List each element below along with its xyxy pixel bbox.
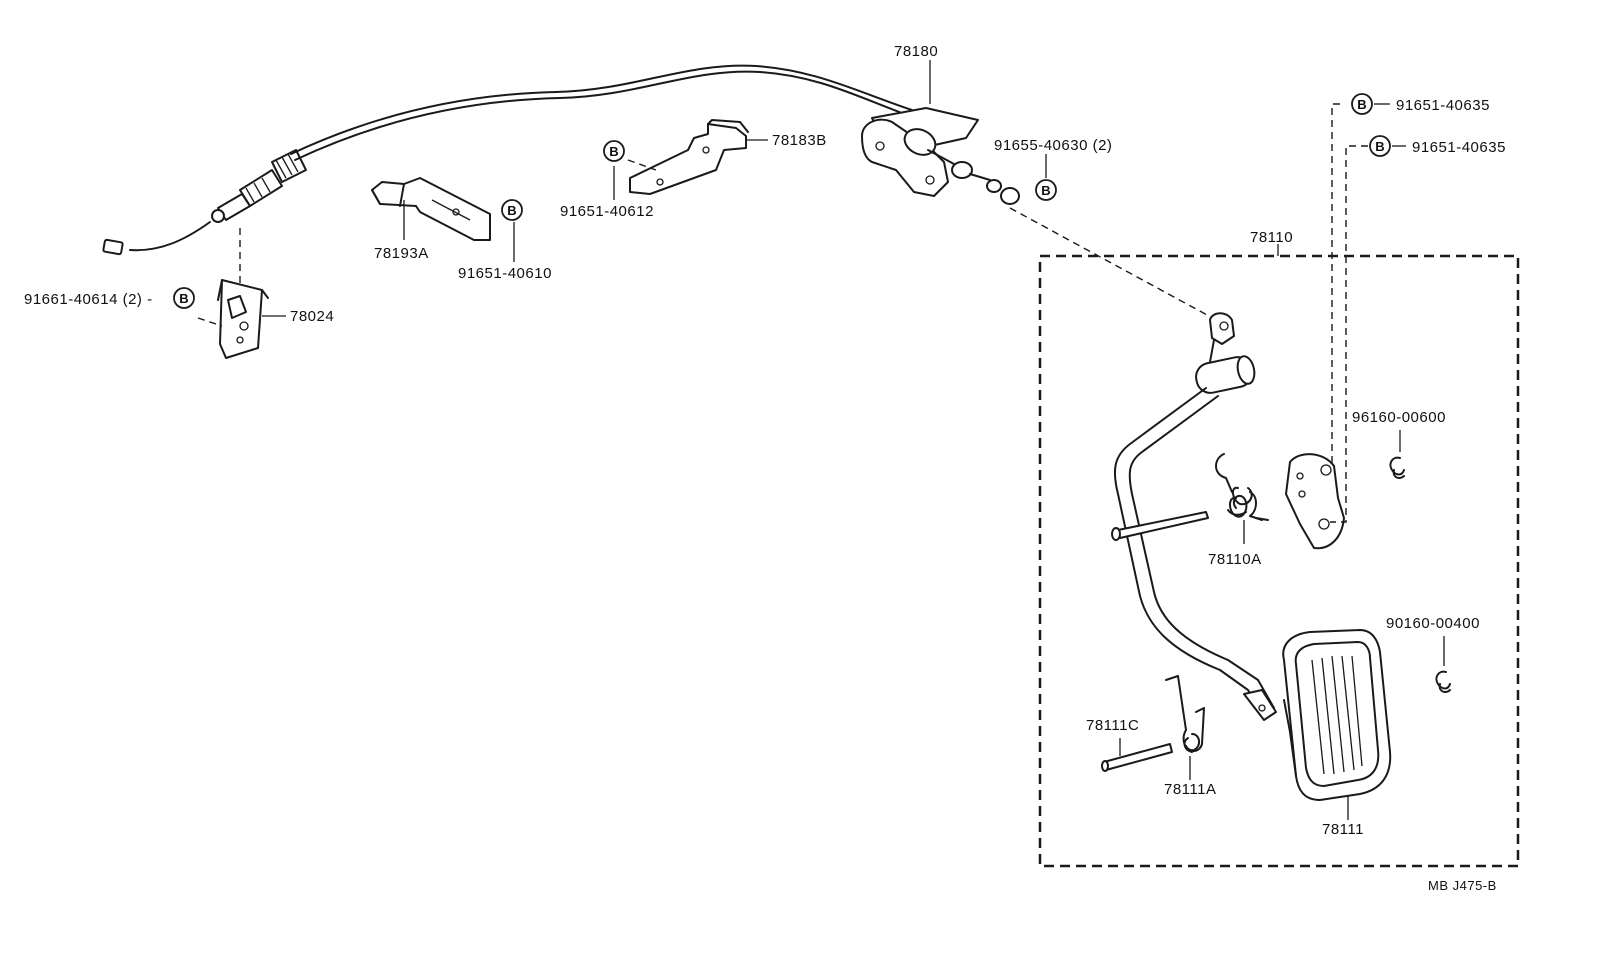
figure-code: MB J475-B xyxy=(1428,878,1497,893)
svg-text:B: B xyxy=(507,203,516,218)
label-78183b: 78183B xyxy=(772,132,827,149)
clip-96160-00600 xyxy=(1389,456,1405,479)
pivot-pin xyxy=(1111,511,1209,541)
spring-78111a xyxy=(1165,675,1205,753)
label-78110: 78110 xyxy=(1250,229,1293,246)
label-78024: 78024 xyxy=(290,308,334,325)
svg-text:B: B xyxy=(179,291,188,306)
bolt-symbol-91661-40614: B xyxy=(173,287,195,309)
label-78111c: 78111C xyxy=(1086,717,1139,734)
pedal-lever-78110 xyxy=(1113,312,1277,721)
pedal-assembly-frame xyxy=(1038,254,1520,868)
svg-text:B: B xyxy=(1041,183,1050,198)
label-91651-40635-b: 91651-40635 xyxy=(1412,139,1506,156)
label-78111: 78111 xyxy=(1322,821,1364,838)
label-78111a: 78111A xyxy=(1164,781,1217,798)
label-78193a: 78193A xyxy=(374,245,429,262)
label-96160-00600: 96160-00600 xyxy=(1352,409,1446,426)
label-91651-40610: 91651-40610 xyxy=(458,265,552,282)
label-78110a: 78110A xyxy=(1208,551,1262,568)
bolt-symbol-91651-40612: B xyxy=(603,140,625,162)
label-78180: 78180 xyxy=(894,43,938,60)
accelerator-cable xyxy=(102,64,913,256)
svg-text:B: B xyxy=(1375,139,1384,154)
pin-78111c xyxy=(1101,743,1173,772)
label-90160-00400: 90160-00400 xyxy=(1386,615,1480,632)
svg-text:B: B xyxy=(1357,97,1366,112)
bracket-78183b xyxy=(629,119,749,195)
bracket-78193a xyxy=(371,177,491,241)
label-91651-40635-a: 91651-40635 xyxy=(1396,97,1490,114)
pedal-bracket xyxy=(1285,453,1345,550)
return-spring-78110a xyxy=(1215,453,1269,521)
pedal-pad-78111 xyxy=(1282,629,1392,801)
bolt-symbol-91655-40630: B xyxy=(1035,179,1057,201)
bolt-symbol-91651-40635-b: B xyxy=(1369,135,1391,157)
svg-text:B: B xyxy=(609,144,618,159)
bolt-symbol-91651-40635-a: B xyxy=(1351,93,1373,115)
label-91655-40630: 91655-40630 (2) xyxy=(994,137,1112,154)
label-91661-40614: 91661-40614 (2) - xyxy=(24,291,153,308)
throttle-bracket-78180 xyxy=(861,107,1020,205)
guide-line-cable-to-pedal xyxy=(1009,207,1221,323)
bolt-symbol-91651-40610: B xyxy=(501,199,523,221)
clip-90160-00400 xyxy=(1435,670,1451,693)
label-91651-40612: 91651-40612 xyxy=(560,203,654,220)
bracket-78024 xyxy=(217,279,269,359)
